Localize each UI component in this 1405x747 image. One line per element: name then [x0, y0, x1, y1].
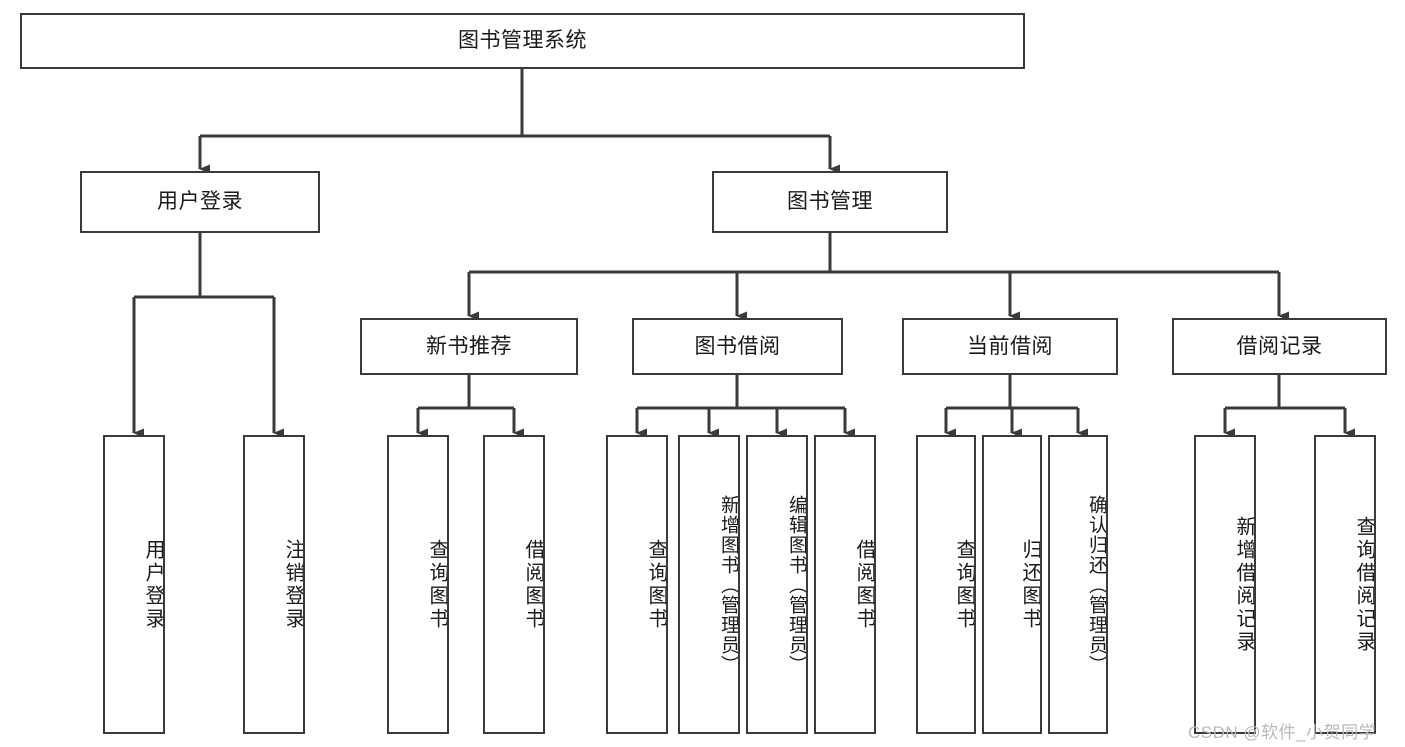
node-leaf-return-book: 归还图书 — [982, 435, 1042, 734]
node-leaf-query-record: 查询借阅记录 — [1314, 435, 1376, 734]
node-leaf-query-book-3: 查询图书 — [916, 435, 976, 734]
node-label: 新增借阅记录 — [1233, 515, 1255, 654]
node-user-login: 用户登录 — [80, 171, 320, 233]
node-book-manage: 图书管理 — [712, 171, 948, 233]
node-label: 编辑图书（管理员） — [786, 494, 807, 675]
node-label: 归还图书 — [1019, 538, 1041, 631]
node-label: 用户登录 — [142, 538, 164, 631]
node-label: 确认归还（管理员） — [1086, 494, 1107, 675]
node-leaf-add-book: 新增图书（管理员） — [678, 435, 740, 734]
node-label: 查询图书 — [426, 538, 448, 631]
node-borrow-record: 借阅记录 — [1172, 318, 1387, 375]
node-label: 借阅记录 — [1236, 334, 1323, 358]
node-label: 注销登录 — [282, 538, 304, 631]
node-leaf-query-book-2: 查询图书 — [606, 435, 668, 734]
node-leaf-logout: 注销登录 — [243, 435, 305, 734]
watermark-label: CSDN @软件_小贺同学 — [1188, 723, 1377, 742]
node-label: 查询图书 — [645, 538, 667, 631]
node-label: 查询图书 — [953, 538, 975, 631]
node-new-book-rec: 新书推荐 — [360, 318, 578, 375]
node-label: 图书管理 — [787, 190, 873, 214]
node-root: 图书管理系统 — [20, 13, 1025, 69]
node-leaf-user-login: 用户登录 — [103, 435, 165, 734]
node-book-borrow: 图书借阅 — [632, 318, 843, 375]
node-leaf-edit-book: 编辑图书（管理员） — [746, 435, 808, 734]
node-leaf-confirm-return: 确认归还（管理员） — [1048, 435, 1108, 734]
node-label: 用户登录 — [157, 190, 243, 214]
node-leaf-borrow-book-2: 借阅图书 — [814, 435, 876, 734]
node-label: 借阅图书 — [522, 538, 544, 631]
node-label: 新书推荐 — [426, 334, 512, 358]
node-label: 图书借阅 — [694, 334, 781, 358]
node-leaf-borrow-book-1: 借阅图书 — [483, 435, 545, 734]
node-label: 查询借阅记录 — [1353, 515, 1375, 654]
node-label: 借阅图书 — [853, 538, 875, 631]
node-label: 图书管理系统 — [458, 29, 587, 53]
node-label: 当前借阅 — [967, 334, 1053, 358]
node-leaf-query-book-1: 查询图书 — [387, 435, 449, 734]
node-leaf-add-record: 新增借阅记录 — [1194, 435, 1256, 734]
node-current-borrow: 当前借阅 — [902, 318, 1118, 375]
node-label: 新增图书（管理员） — [718, 494, 739, 675]
